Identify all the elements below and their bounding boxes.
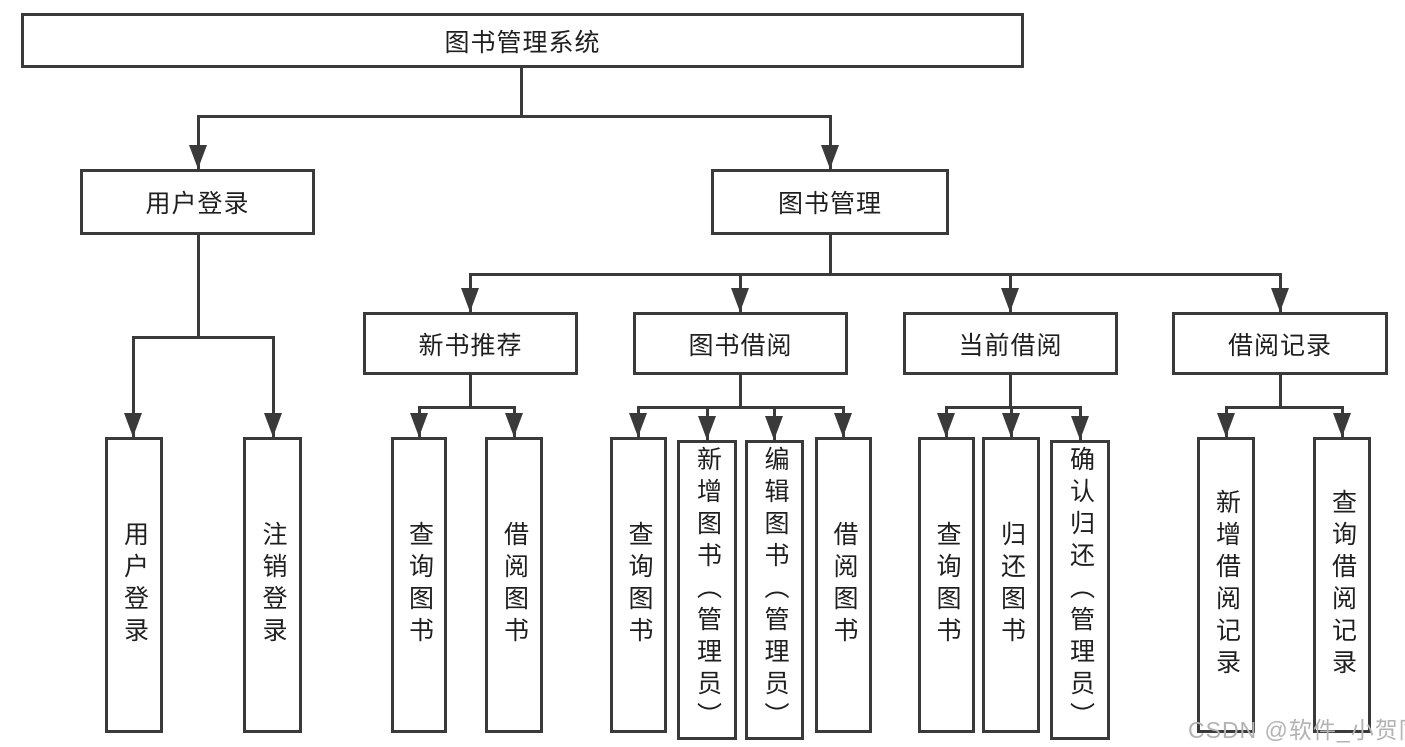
node-book-borrow: 图书借阅	[633, 312, 848, 375]
leaf-edit-books-admin: 编辑图书（管理员）	[745, 440, 804, 740]
node-new-book-recommend: 新书推荐	[363, 312, 578, 375]
node-label: 新增借阅记录	[1212, 489, 1241, 681]
leaf-user-login: 用户登录	[105, 437, 163, 733]
node-label: 注销登录	[259, 521, 287, 649]
node-label: 查询借阅记录	[1328, 489, 1357, 681]
leaf-query-books-3: 查询图书	[918, 437, 975, 733]
connector-current-borrow-stem	[1009, 375, 1012, 406]
node-borrow-records: 借阅记录	[1172, 312, 1388, 375]
node-label: 图书管理系统	[444, 28, 601, 57]
connector-to-leaf-logout	[272, 336, 275, 437]
leaf-confirm-return-admin: 确认归还（管理员）	[1050, 440, 1110, 740]
arrowhead-leaf	[834, 413, 852, 437]
node-label: 用户登录	[120, 521, 149, 649]
leaf-logout: 注销登录	[243, 437, 302, 733]
leaf-add-books-admin: 新增图书（管理员）	[677, 440, 737, 740]
connector-book-management-stem	[829, 235, 832, 273]
csdn-watermark: CSDN @软件_小贺同学	[1188, 717, 1405, 743]
arrowhead-leaf	[1002, 413, 1020, 437]
node-label: 查询图书	[933, 521, 961, 649]
node-label: 查询图书	[625, 521, 653, 649]
node-label: 确认归还（管理员）	[1066, 446, 1095, 734]
arrowhead-current-borrow	[1001, 288, 1019, 312]
connector-level3-splitter	[469, 273, 1282, 276]
node-label: 借阅图书	[830, 521, 858, 649]
leaf-query-borrow-record: 查询借阅记录	[1313, 437, 1371, 733]
leaf-add-borrow-record: 新增借阅记录	[1197, 437, 1255, 733]
arrowhead-borrow-records	[1271, 288, 1289, 312]
arrowhead-leaf-logout	[264, 413, 282, 437]
arrowhead-book-borrow	[731, 288, 749, 312]
connector-borrow-records-splitter	[1225, 406, 1344, 409]
leaf-borrow-books-1: 借阅图书	[485, 437, 543, 733]
connector-borrow-records-stem	[1279, 375, 1282, 406]
node-label: 图书管理	[777, 190, 882, 218]
node-label: 借阅图书	[500, 521, 529, 649]
connector-to-book-management	[829, 115, 832, 169]
arrowhead-book-management	[821, 145, 839, 169]
node-label: 图书借阅	[688, 331, 793, 360]
leaf-borrow-books-2: 借阅图书	[815, 437, 872, 733]
connector-new-book-recommend-stem	[469, 375, 472, 406]
connector-current-borrow-splitter	[945, 406, 1082, 409]
arrowhead-new-book-recommend	[461, 288, 479, 312]
connector-to-user-login	[197, 115, 200, 169]
arrowhead-user-login	[189, 145, 207, 169]
node-label: 归还图书	[997, 521, 1026, 649]
node-label: 借阅记录	[1227, 331, 1332, 360]
arrowhead-leaf	[629, 413, 647, 437]
arrowhead-leaf	[410, 413, 428, 437]
arrowhead-leaf	[937, 413, 955, 437]
node-label: 新书推荐	[418, 331, 523, 360]
arrowhead-leaf	[698, 416, 716, 440]
connector-to-leaf-user-login	[132, 336, 135, 437]
node-label: 当前借阅	[958, 331, 1063, 360]
node-user-login: 用户登录	[80, 169, 315, 235]
connector-root-stem	[520, 67, 523, 117]
connector-book-borrow-splitter	[637, 406, 845, 409]
arrowhead-leaf	[1217, 413, 1235, 437]
connector-level2-splitter	[197, 115, 832, 118]
arrowhead-leaf	[505, 413, 523, 437]
node-label: 查询图书	[405, 521, 434, 649]
leaf-query-books-2: 查询图书	[610, 437, 667, 733]
node-label: 编辑图书（管理员）	[761, 446, 789, 734]
arrowhead-leaf	[1071, 416, 1089, 440]
arrowhead-leaf	[1333, 413, 1351, 437]
connector-new-book-recommend-splitter	[418, 406, 516, 409]
connector-user-login-splitter	[132, 336, 275, 339]
node-label: 用户登录	[145, 190, 250, 218]
connector-book-borrow-stem	[739, 375, 742, 406]
leaf-return-books: 归还图书	[982, 437, 1040, 733]
node-root: 图书管理系统	[21, 13, 1024, 68]
arrowhead-leaf	[765, 416, 783, 440]
arrowhead-leaf-user-login	[124, 413, 142, 437]
connector-user-login-stem	[197, 235, 200, 336]
node-current-borrow: 当前借阅	[903, 312, 1118, 375]
leaf-query-books-1: 查询图书	[391, 437, 447, 733]
node-label: 新增图书（管理员）	[693, 446, 722, 734]
node-book-management: 图书管理	[711, 169, 949, 235]
